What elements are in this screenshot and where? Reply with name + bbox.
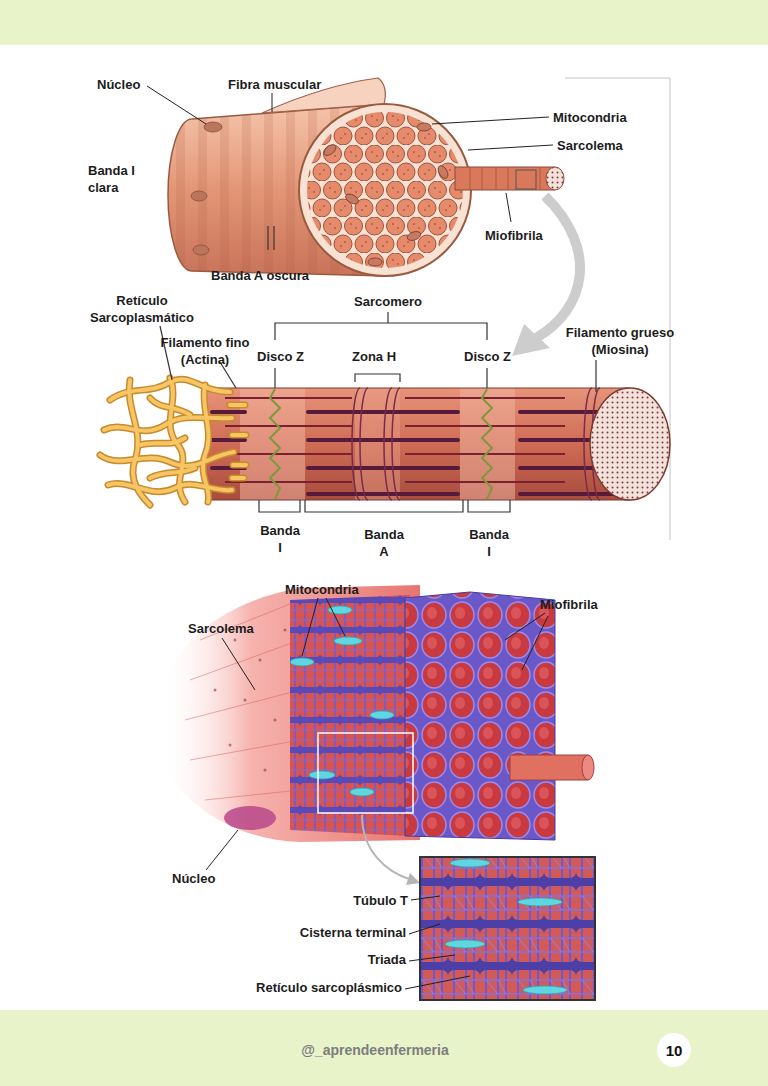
part-label: Banda A oscura (211, 268, 309, 285)
part-label: Sarcomero (354, 294, 422, 311)
part-label: Cisterna terminal (246, 925, 406, 942)
part-label: Retículo sarcoplásmico (202, 980, 402, 997)
part-label: Triada (246, 952, 406, 969)
part-label: Miofibrila (540, 597, 598, 614)
part-label: Banda I clara (88, 163, 150, 197)
part-label: Filamento fino (Actina) (151, 335, 259, 369)
part-label: Banda A (361, 527, 407, 561)
page-number: 10 (666, 1042, 683, 1059)
part-label: Sarcolema (188, 621, 254, 638)
part-label: Banda I (466, 527, 512, 561)
part-label: Disco Z (257, 349, 304, 366)
part-label: Retículo Sarcoplasmático (77, 293, 207, 327)
part-label: Sarcolema (557, 138, 623, 155)
page-number-circle: 10 (657, 1033, 691, 1067)
part-label: Mitocondria (553, 110, 627, 127)
part-label: Fibra muscular (228, 77, 321, 94)
part-label: Banda I (257, 523, 303, 557)
part-label: Miofibrila (485, 228, 543, 245)
part-label: Núcleo (97, 77, 140, 94)
watermark: @_aprendeenfermeria (301, 1041, 449, 1059)
part-label: Núcleo (172, 871, 215, 888)
part-label: Filamento grueso (Miosina) (555, 325, 685, 359)
part-label: Disco Z (464, 349, 511, 366)
part-label: Mitocondria (285, 582, 359, 599)
part-label: Túbulo T (248, 893, 408, 910)
part-label: Zona H (352, 349, 396, 366)
